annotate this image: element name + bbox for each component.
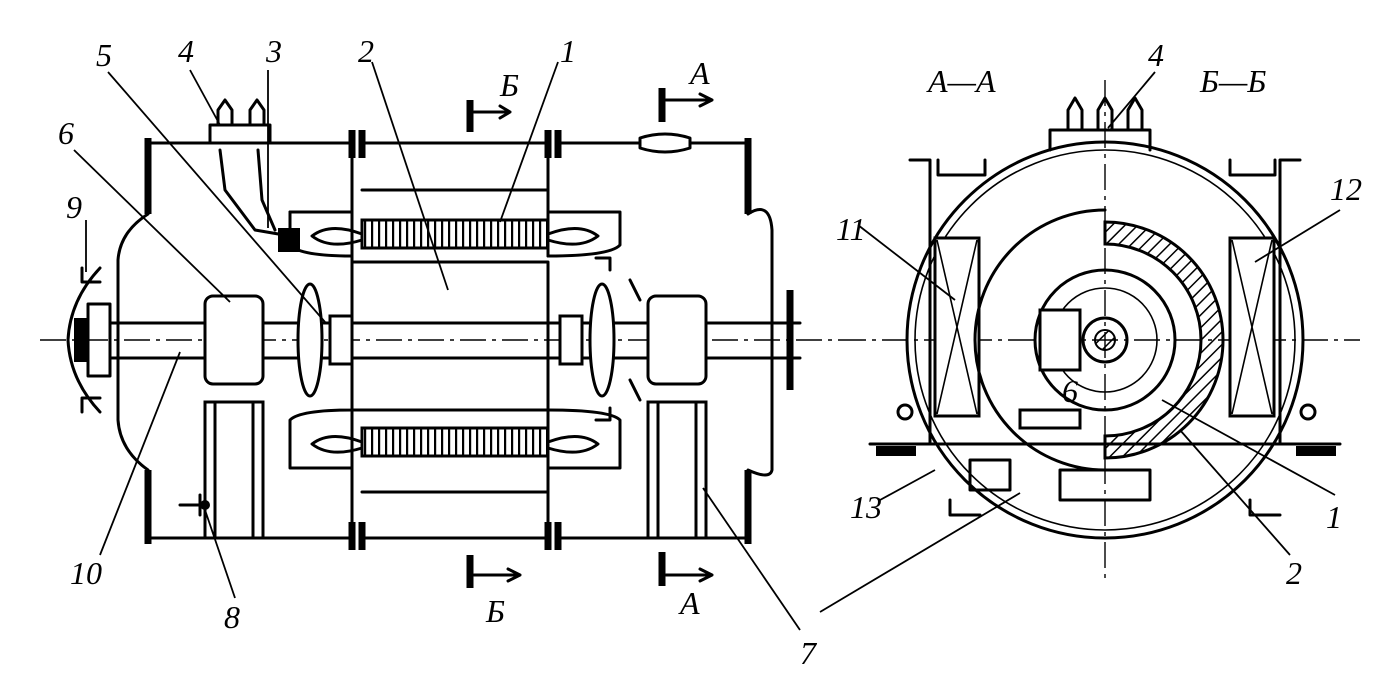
frame-inner — [360, 188, 550, 494]
collector-right — [588, 282, 616, 398]
section-mark-b-top: Б — [499, 67, 519, 103]
section-mark-a-bottom: А — [678, 585, 700, 621]
grease-fittings — [80, 266, 102, 414]
frame-outer — [905, 140, 1305, 540]
callout-13: 13 — [850, 489, 882, 525]
hub-right — [558, 314, 584, 366]
callout-8: 8 — [224, 599, 240, 635]
terminal-box-cross — [1048, 128, 1152, 152]
bottom-pads — [968, 458, 1152, 502]
pulley-cover — [66, 266, 102, 414]
callout-3: 3 — [265, 33, 282, 69]
pulley — [86, 302, 112, 378]
callout-9: 9 — [66, 189, 82, 225]
anchor-bolts — [948, 498, 1282, 517]
inner-ring-left — [973, 208, 1107, 472]
foot-left — [876, 446, 916, 456]
section-title-bb: Б—Б — [1199, 63, 1266, 99]
callout-4-cross: 4 — [1148, 37, 1164, 73]
field-coil-bottom — [310, 426, 600, 458]
commutator-block — [1038, 308, 1082, 372]
callout-2: 2 — [358, 33, 374, 69]
bolt-left — [896, 403, 914, 421]
section-mark-b-bottom: Б — [485, 593, 505, 629]
section-marker-b-bottom — [466, 555, 522, 588]
cross-section — [840, 80, 1360, 580]
frame-flanges — [144, 130, 752, 550]
longitudinal-section — [40, 88, 840, 588]
hub-left — [328, 314, 354, 366]
callout-6: 6 — [58, 115, 74, 151]
rating-plate — [638, 132, 692, 154]
frame-inner-ring — [914, 149, 1296, 531]
callout-4: 4 — [178, 33, 194, 69]
bolt-right — [1299, 403, 1317, 421]
terminal-box — [208, 98, 300, 252]
callout-12: 12 — [1330, 171, 1362, 207]
bearing-right — [646, 294, 708, 540]
callout-2-cross: 2 — [1286, 555, 1302, 591]
stator-yoke — [1103, 220, 1225, 460]
callout-1: 1 — [560, 33, 576, 69]
callout-7: 7 — [800, 635, 818, 671]
foot-right — [1296, 446, 1336, 456]
section-marker-a-top — [658, 88, 714, 122]
callout-6-cross: 6 — [1062, 373, 1078, 409]
pulley-hub — [74, 318, 88, 362]
end-shield-left — [116, 212, 150, 472]
end-shield-right — [746, 208, 774, 477]
terminals-cross — [1066, 96, 1144, 132]
armature — [350, 260, 550, 412]
brush-marks — [594, 256, 612, 422]
bearing-left — [203, 294, 265, 540]
stator-walls — [288, 156, 550, 524]
section-mark-a-top: А — [688, 55, 710, 91]
bearing-block-6 — [1018, 408, 1082, 430]
labels: 1 2 3 4 5 6 9 10 8 7 Б А Б А А—А Б—Б 4 1… — [58, 33, 1362, 671]
collector-left — [296, 282, 324, 398]
callout-10: 10 — [70, 555, 102, 591]
leader-lines — [73, 61, 1341, 631]
section-marker-b-top — [466, 100, 512, 132]
field-coil-top — [310, 218, 600, 250]
callout-11: 11 — [836, 211, 866, 247]
bolt-8 — [178, 493, 202, 517]
side-housings — [908, 158, 1302, 446]
section-title-aa: А—А — [926, 63, 996, 99]
shaft-section — [1081, 316, 1129, 364]
brush-leads — [628, 278, 642, 402]
callout-1-cross: 1 — [1326, 499, 1342, 535]
section-marker-a-bottom — [658, 552, 714, 586]
callout-5: 5 — [96, 37, 112, 73]
lifting-lugs — [936, 158, 1277, 177]
